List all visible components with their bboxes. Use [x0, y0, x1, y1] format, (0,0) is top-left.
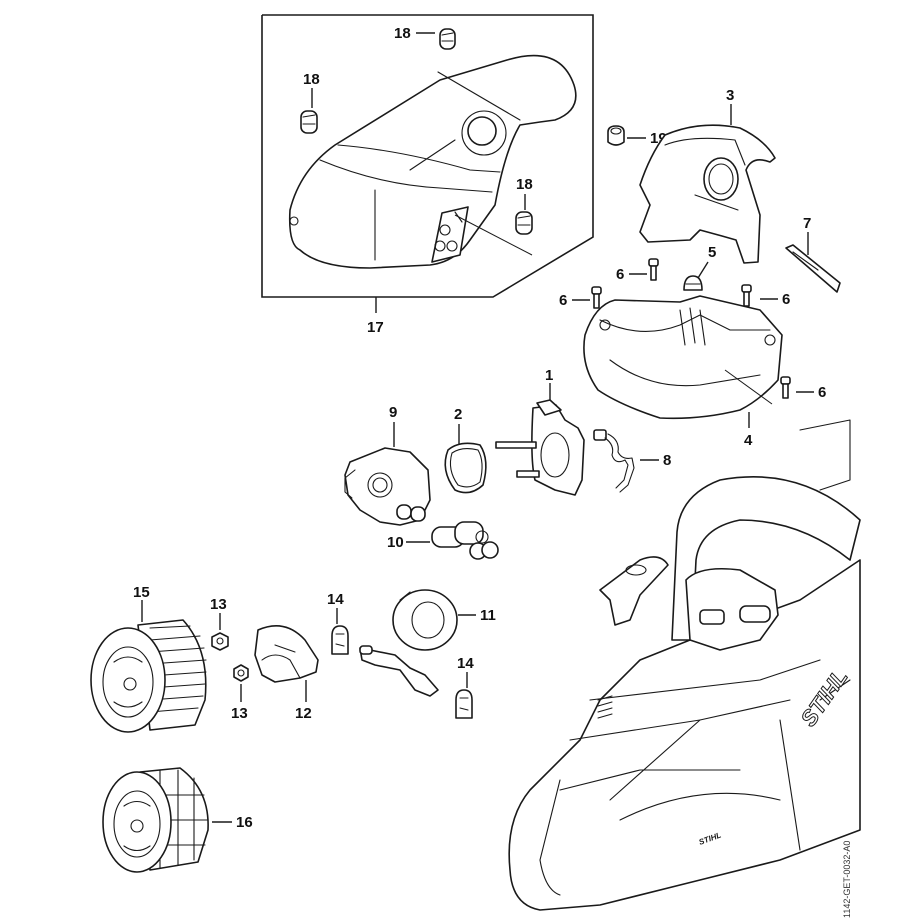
callout-18: 18 [394, 25, 411, 42]
nut-13-upper[interactable] [211, 632, 229, 651]
drawing-code: 1142-GET-0032-A0 [842, 841, 852, 918]
callout-12: 12 [295, 705, 312, 722]
shroud-part[interactable] [288, 54, 577, 269]
filter-holder-11[interactable] [359, 589, 458, 697]
shroud-assembly-group: 18 18 18 17 [261, 14, 594, 336]
fastener-18-left[interactable] [300, 110, 318, 134]
callout-6: 6 [559, 292, 567, 309]
callout-13: 13 [231, 705, 248, 722]
shroud-frame [261, 14, 594, 298]
callout-18: 18 [303, 71, 320, 88]
callout-2: 2 [454, 406, 462, 423]
flange-1[interactable] [495, 399, 585, 496]
sleeve-10[interactable] [431, 521, 499, 560]
callout-10: 10 [387, 534, 404, 551]
callout-18: 18 [516, 176, 533, 193]
callout-14: 14 [457, 655, 474, 672]
carburetor-box-4[interactable] [583, 295, 783, 420]
callout-6: 6 [782, 291, 790, 308]
callout-4: 4 [744, 432, 753, 449]
callout-9: 9 [389, 404, 397, 421]
buffer-14-lower[interactable] [455, 689, 473, 719]
baffle-3[interactable] [639, 124, 776, 264]
nut-13-lower[interactable] [233, 664, 249, 682]
callout-6: 6 [818, 384, 826, 401]
grommet-19[interactable] [607, 125, 625, 146]
callout-17: 17 [367, 319, 384, 336]
screw-6c[interactable] [741, 284, 752, 307]
carburetor-9[interactable] [344, 447, 431, 526]
gasket-2[interactable] [444, 442, 487, 494]
fastener-18-right[interactable] [515, 211, 533, 235]
callout-8: 8 [663, 452, 671, 469]
callout-5: 5 [708, 244, 716, 261]
plate-7[interactable] [785, 244, 841, 293]
callout-14: 14 [327, 591, 344, 608]
screw-6b[interactable] [591, 286, 602, 309]
screw-6d[interactable] [780, 376, 791, 399]
grommet-5[interactable] [683, 275, 703, 291]
choke-cover-12[interactable] [254, 624, 319, 683]
callout-3: 3 [726, 87, 734, 104]
callout-15: 15 [133, 584, 150, 601]
buffer-14-upper[interactable] [331, 625, 349, 655]
callout-1: 1 [545, 367, 553, 384]
hose-8[interactable] [593, 429, 635, 493]
callout-7: 7 [803, 215, 811, 232]
callout-16: 16 [236, 814, 253, 831]
screw-6a[interactable] [648, 258, 659, 281]
callout-6: 6 [616, 266, 624, 283]
shroud-hole [467, 116, 497, 146]
air-filter-15[interactable] [90, 619, 207, 733]
chainsaw-body: STIHL STIHL [508, 419, 861, 911]
callout-13: 13 [210, 596, 227, 613]
air-filter-16[interactable] [102, 767, 209, 873]
fastener-18-top[interactable] [439, 28, 456, 50]
callout-11: 11 [480, 607, 496, 624]
